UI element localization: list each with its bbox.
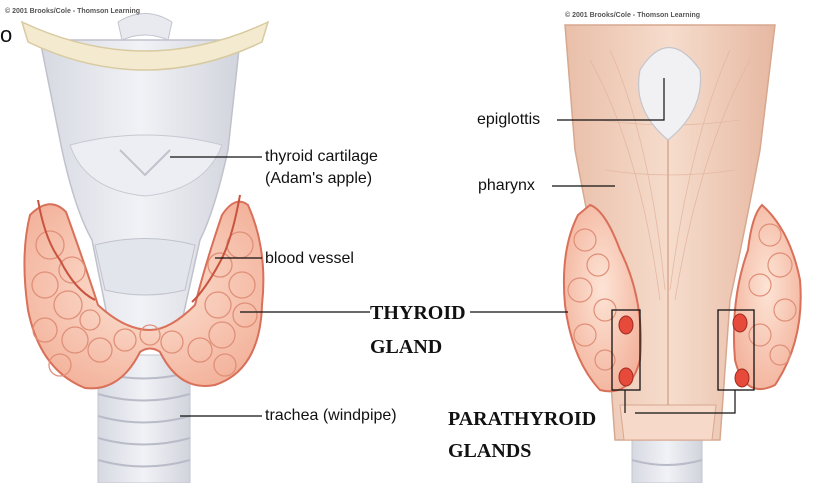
heading-parathyroid: PARATHYROID	[448, 405, 596, 433]
label-blood-vessel: blood vessel	[265, 250, 354, 268]
heading-thyroid: THYROID	[370, 299, 466, 327]
posterior-trachea	[632, 440, 702, 483]
label-trachea: trachea (windpipe)	[265, 407, 397, 425]
heading-gland: GLAND	[370, 333, 442, 361]
copyright-left: © 2001 Brooks/Cole - Thomson Learning	[5, 8, 140, 15]
label-adams-apple: (Adam's apple)	[265, 170, 372, 188]
copyright-right: © 2001 Brooks/Cole - Thomson Learning	[565, 12, 700, 19]
edge-fragment: o	[0, 22, 12, 48]
heading-glands: GLANDS	[448, 437, 531, 465]
label-pharynx: pharynx	[478, 177, 535, 195]
label-epiglottis: epiglottis	[477, 111, 540, 129]
label-thyroid-cartilage: thyroid cartilage	[265, 148, 378, 166]
